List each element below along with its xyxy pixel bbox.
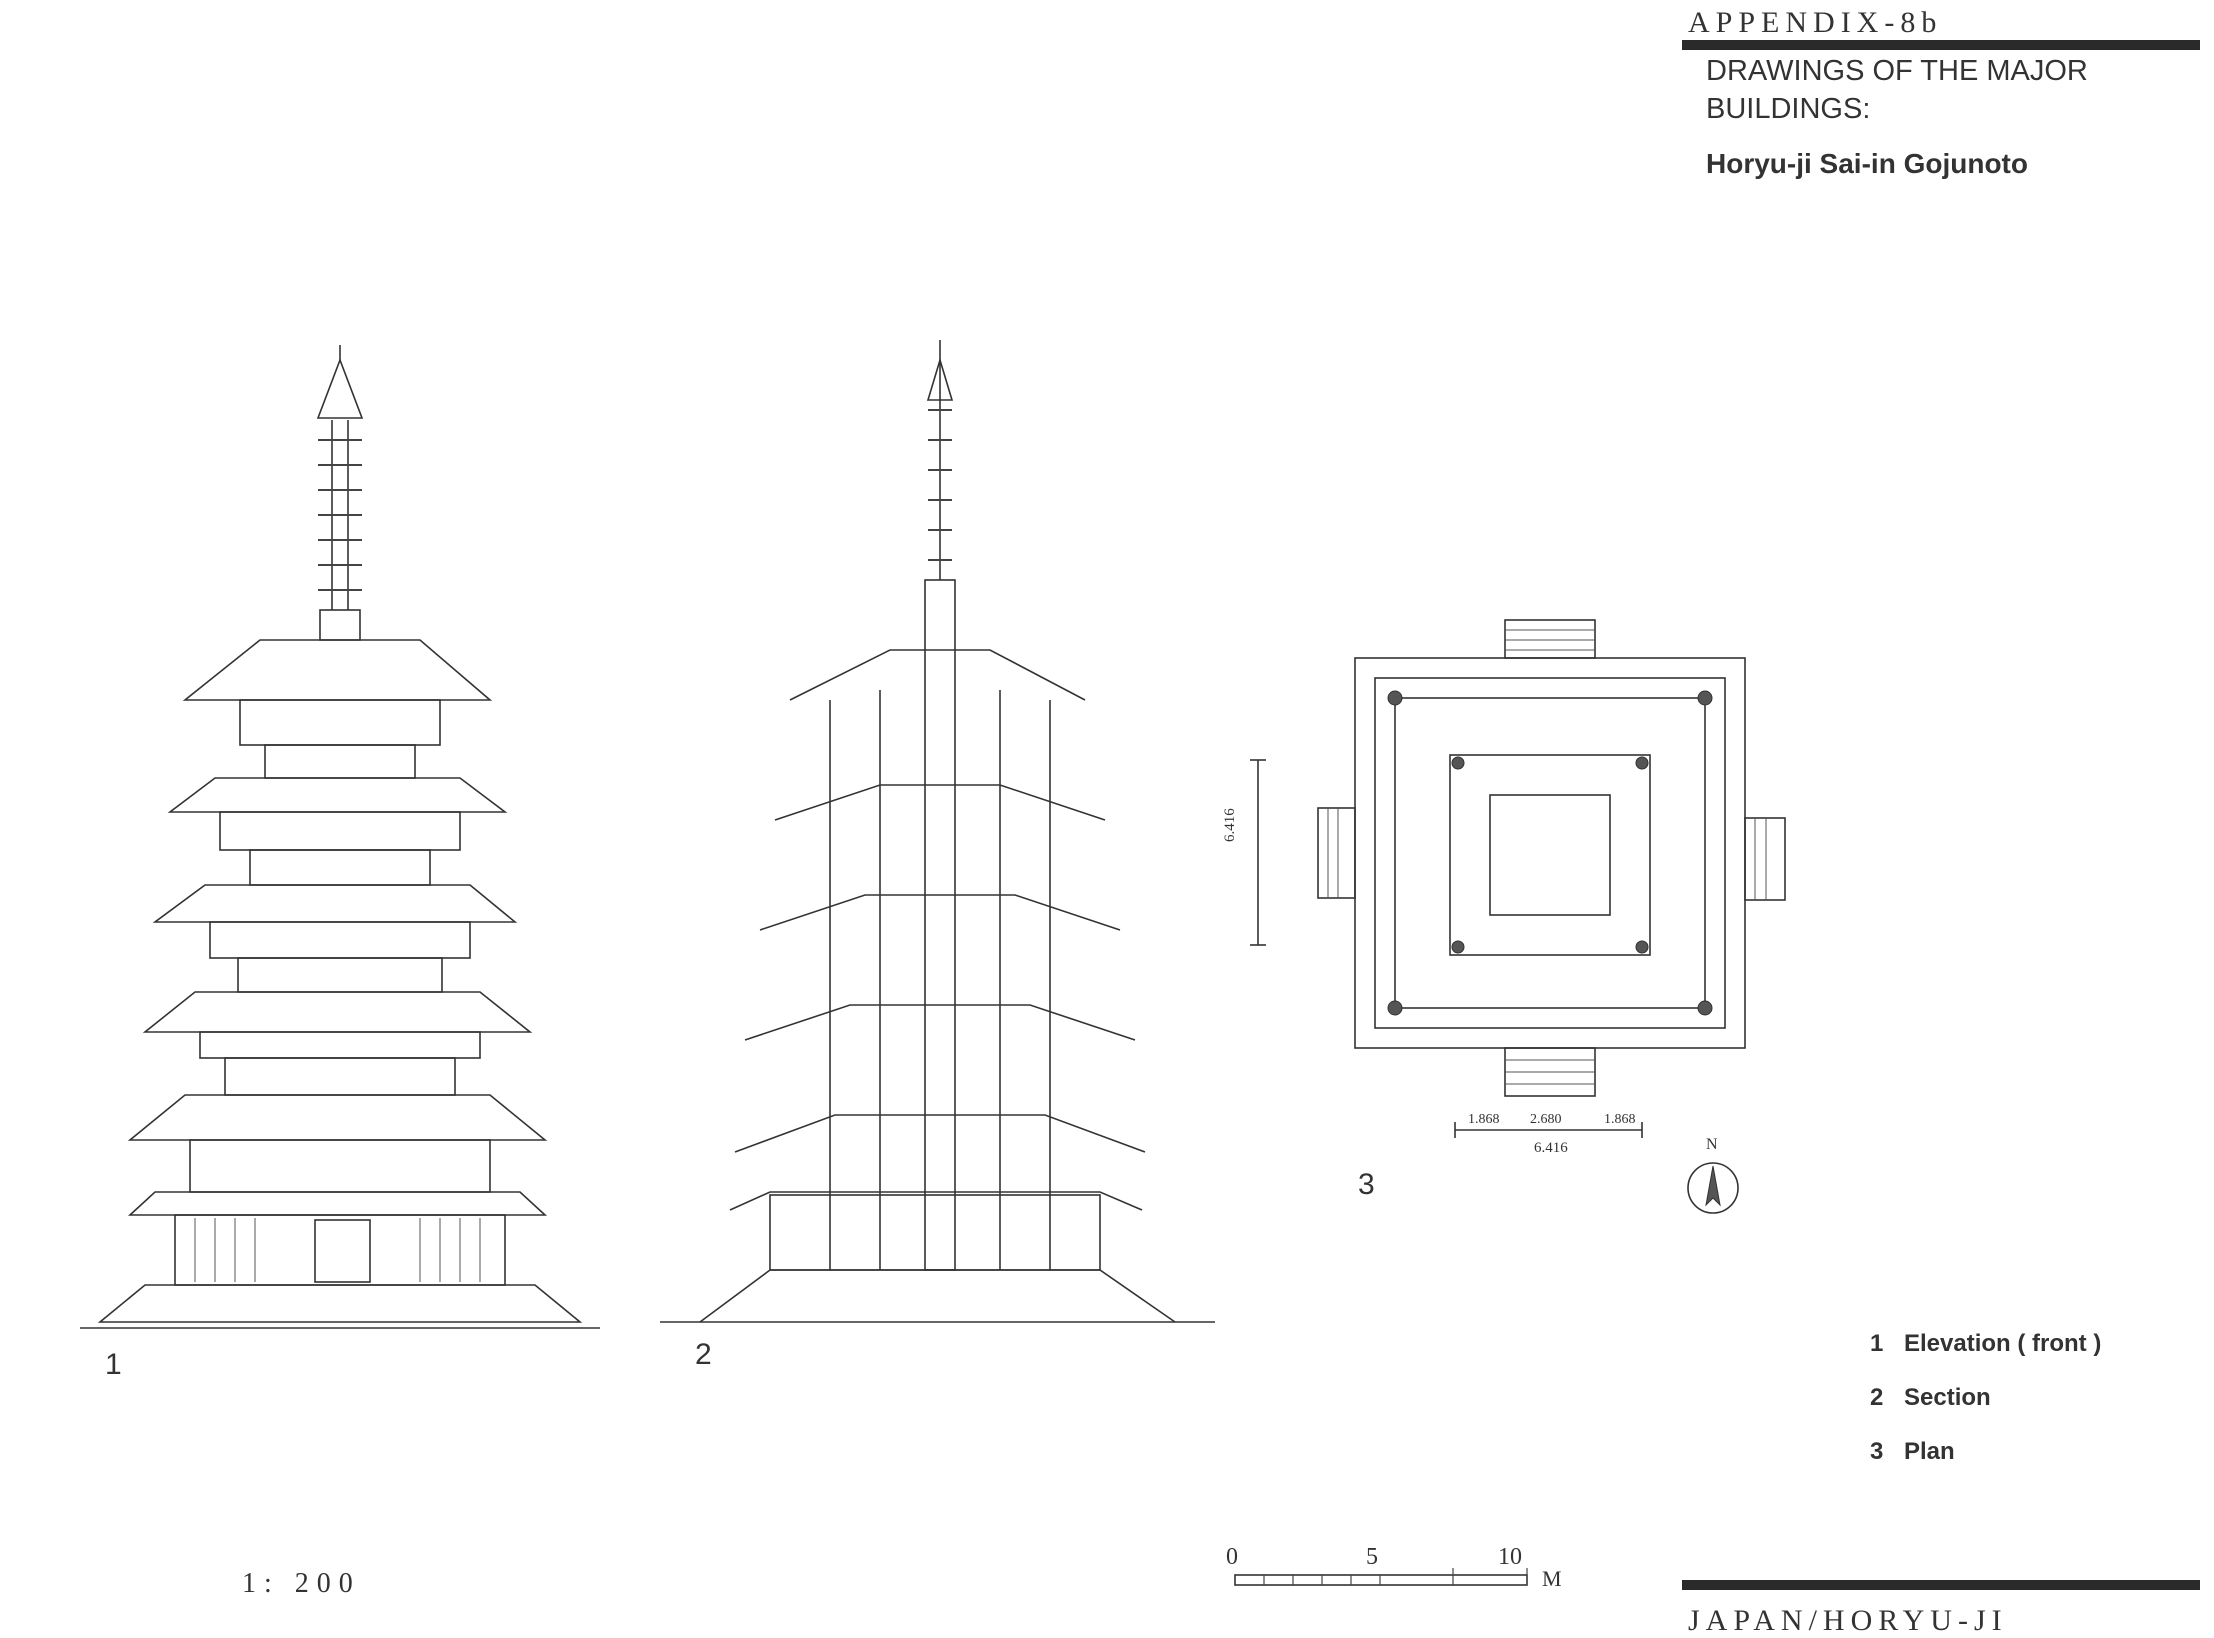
elevation-drawing	[80, 345, 600, 1329]
legend-item-2: 2 Section	[1870, 1384, 1991, 1412]
plan-dimension-side: 1.868	[1468, 1112, 1500, 1127]
scale-tick-10: 10	[1498, 1544, 1522, 1570]
scale-tick-5: 5	[1366, 1544, 1378, 1570]
section-drawing	[660, 340, 1215, 1323]
legend-label: Elevation ( front )	[1904, 1330, 2102, 1357]
figure-number-1: 1	[105, 1348, 122, 1381]
legend-number: 2	[1870, 1384, 1884, 1411]
building-name: Horyu-ji Sai-in Gojunoto	[1706, 148, 2028, 179]
scale-tick-0: 0	[1226, 1544, 1238, 1570]
plan-horizontal-dimension: 6.416	[1534, 1140, 1568, 1156]
plan-vertical-dimension: 6.416	[1222, 808, 1238, 842]
legend-item-1: 1 Elevation ( front )	[1870, 1330, 2101, 1358]
legend-label: Plan	[1904, 1438, 1955, 1465]
legend-item-3: 3 Plan	[1870, 1438, 1955, 1466]
plan-dimension-middle: 2.680	[1530, 1112, 1562, 1127]
scale-ratio: 1: 200	[242, 1568, 361, 1599]
legend-label: Section	[1904, 1384, 1991, 1411]
scale-bar	[1234, 1568, 1528, 1586]
plan-drawing	[1250, 619, 1786, 1214]
legend-number: 3	[1870, 1438, 1884, 1465]
title-line-1: DRAWINGS OF THE MAJOR	[1706, 55, 2088, 87]
title-line-2: BUILDINGS:	[1706, 93, 1871, 125]
figure-number-2: 2	[695, 1338, 712, 1371]
header-rule	[1682, 40, 2200, 50]
scale-unit: M	[1542, 1566, 1562, 1591]
figure-number-3: 3	[1358, 1168, 1375, 1201]
north-label: N	[1706, 1136, 1718, 1153]
document-title: DRAWINGS OF THE MAJOR BUILDINGS:	[1706, 52, 2088, 128]
plan-dimension-side-right: 1.868	[1604, 1112, 1636, 1127]
legend-number: 1	[1870, 1330, 1884, 1357]
appendix-label: APPENDIX-8b	[1688, 6, 1943, 39]
footer-rule	[1682, 1580, 2200, 1590]
footer-label: JAPAN/HORYU-JI	[1688, 1604, 2008, 1637]
